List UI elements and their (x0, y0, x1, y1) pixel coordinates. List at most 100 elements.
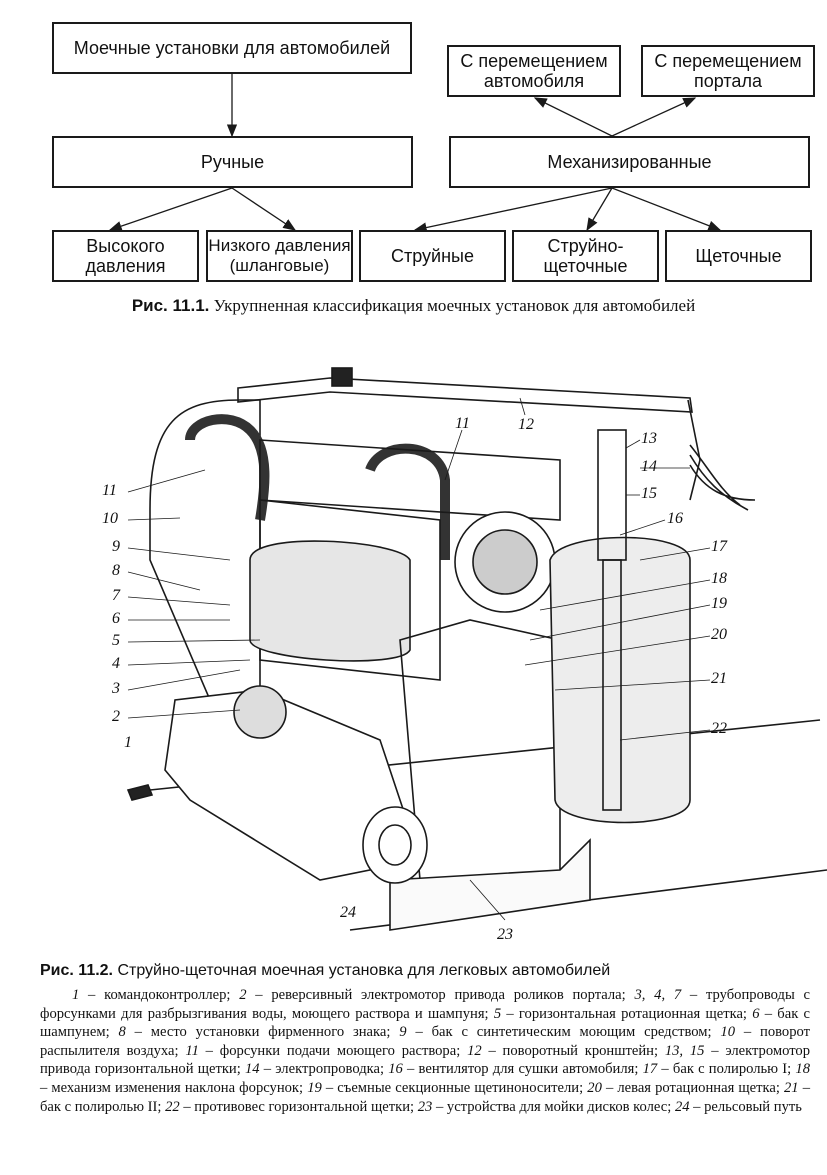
legend-text: – место установки фирменного знака; (125, 1024, 400, 1041)
legend-number: 18 (795, 1061, 810, 1078)
swing-bracket (237, 377, 693, 413)
node-jet-brush: Струйно-щеточные (512, 230, 659, 282)
node-root: Моечные установки для автомобилей (52, 22, 412, 74)
legend-text: – вентилятор для сушки автомобиля; (402, 1061, 643, 1078)
legend-text: – поворотный кронштейн; (481, 1042, 665, 1059)
car-wheel (362, 806, 428, 884)
fig2-num-21: 21 (711, 670, 727, 687)
legend-text: – бак с полиролью II; (40, 1079, 810, 1115)
node-manual-label: Ручные (200, 152, 265, 172)
right-hose (365, 443, 450, 560)
legend-text: – электромотор привода горизонтальной ще… (40, 1042, 810, 1078)
node-move-car-line1: С перемещением (460, 51, 608, 71)
car-hub (378, 824, 412, 866)
horizontal-brush (249, 540, 411, 662)
legend-number: 1 (72, 987, 80, 1003)
node-mechanized: Механизированные (449, 136, 810, 188)
legend-text: – противовес горизонтальной щетки; (179, 1098, 418, 1115)
vertical-brush (549, 536, 691, 824)
fig2-num-24: 24 (340, 904, 356, 921)
legend-number: 3, 4, 7 (634, 987, 682, 1003)
node-jet-brush-line1: Струйно- (547, 236, 624, 256)
figure2-legend: 1 – командоконтроллер; 2 – реверсивный э… (40, 986, 810, 1116)
node-jet: Струйные (359, 230, 506, 282)
car-body (164, 689, 422, 881)
fig2-num-9: 9 (112, 538, 120, 555)
fig2-num-7: 7 (112, 587, 120, 604)
legend-text: – бак с синтетическим моющим средством; (406, 1024, 721, 1041)
legend-number: 23 (417, 1098, 433, 1115)
legend-number: 5 (493, 1005, 502, 1022)
node-low-line2: (шланговые) (229, 256, 330, 275)
fan-grille (472, 529, 538, 595)
left-hose (185, 414, 270, 521)
fig2-num-15: 15 (641, 485, 657, 502)
legend-text: – бак с полиролью I; (657, 1061, 796, 1078)
legend-number: 20 (587, 1079, 602, 1096)
figure1-caption: Рис. 11.1. Укрупненная классификация мое… (0, 296, 827, 316)
node-high-line2: давления (85, 256, 166, 276)
node-brush: Щеточные (665, 230, 812, 282)
node-brush-label: Щеточные (695, 246, 782, 266)
portal-base (389, 838, 591, 931)
node-move-car-line2: автомобиля (483, 71, 585, 91)
node-high-line1: Высокого (86, 236, 165, 256)
node-manual: Ручные (52, 136, 413, 188)
node-low-pressure: Низкого давления(шланговые) (206, 230, 353, 282)
legend-text: – механизм изменения наклона форсунок; (40, 1079, 308, 1096)
legend-number: 21 (784, 1079, 799, 1096)
fig2-num-2: 2 (112, 708, 120, 725)
car-wash-illustration (126, 367, 827, 931)
fig2-num-20: 20 (711, 626, 727, 643)
bracket-end (687, 399, 701, 501)
legend-number: 13, 15 (664, 1042, 705, 1059)
fig2-num-13: 13 (641, 430, 657, 447)
legend-text: – левая ротационная щетка; (601, 1079, 784, 1096)
left-portal-frame (149, 399, 261, 701)
fig2-num-3: 3 (112, 680, 120, 697)
figure1-caption-text: Укрупненная классификация моечных устано… (209, 296, 696, 315)
legend-number: 14 (245, 1061, 260, 1078)
figure2-caption-label: Рис. 11.2. (40, 962, 113, 979)
legend-text: – бак с шампунем; (40, 1005, 810, 1041)
fig2-num-10: 10 (102, 510, 118, 527)
fig2-num-14: 14 (641, 458, 657, 475)
legend-number: 10 (720, 1024, 736, 1041)
node-mechanized-label: Механизированные (547, 152, 712, 172)
fig2-num-11a: 11 (102, 482, 117, 499)
node-move-portal-line2: портала (694, 71, 762, 91)
legend-text: – устройства для мойки дисков колес; (432, 1098, 675, 1115)
legend-number: 6 (752, 1005, 760, 1022)
legend-number: 12 (467, 1042, 482, 1059)
legend-text: – командоконтроллер; (79, 987, 240, 1003)
legend-text: – форсунки подачи моющего раствора; (198, 1042, 468, 1059)
legend-text: – электропроводка; (259, 1061, 389, 1078)
figure2-caption-text: Струйно-щеточная моечная установка для л… (113, 962, 611, 979)
legend-number: 11 (185, 1042, 199, 1059)
fig2-num-5: 5 (112, 632, 120, 649)
fig2-num-19: 19 (711, 595, 727, 612)
legend-number: 19 (307, 1079, 322, 1096)
fig2-num-4: 4 (112, 655, 120, 672)
legend-number: 9 (399, 1024, 407, 1041)
fig2-num-17: 17 (711, 538, 727, 555)
legend-text: – съемные секционные щетиноносители; (321, 1079, 588, 1096)
legend-text: – горизонтальная ротационная щетка; (501, 1005, 753, 1022)
fig2-num-16: 16 (667, 510, 683, 527)
legend-number: 16 (388, 1061, 403, 1078)
command-controller (126, 784, 154, 801)
spare-wheel (233, 685, 287, 739)
legend-text: – рельсовый путь (689, 1098, 802, 1115)
legend-number: 8 (118, 1024, 126, 1041)
beam-motor (331, 367, 353, 387)
node-move-portal-line1: С перемещением (654, 51, 802, 71)
figure2-caption: Рис. 11.2. Струйно-щеточная моечная уста… (40, 962, 610, 980)
legend-text: – трубопроводы с форсунками для разбрызг… (40, 987, 811, 1022)
node-jet-label: Струйные (391, 246, 474, 266)
wiring (689, 444, 756, 511)
legend-number: 17 (642, 1061, 658, 1078)
fig2-num-1: 1 (124, 734, 132, 751)
figure1-caption-label: Рис. 11.1. (131, 296, 210, 315)
